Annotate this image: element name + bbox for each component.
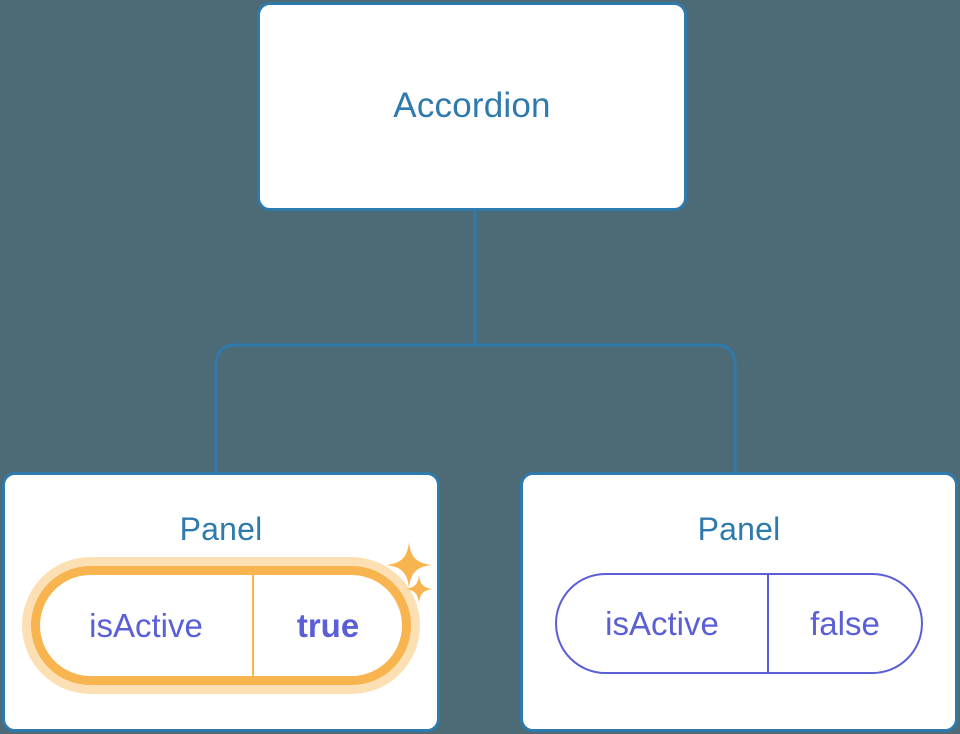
prop-value: true: [296, 606, 360, 644]
prop-value: false: [810, 604, 880, 642]
prop-pill-wrap: isActive true: [31, 566, 411, 685]
node-accordion[interactable]: Accordion: [257, 2, 687, 211]
prop-key: isActive: [557, 575, 769, 672]
node-panel-right[interactable]: Panel isActive false: [520, 472, 958, 732]
node-panel-left[interactable]: Panel isActive true: [2, 472, 440, 732]
node-title: Accordion: [393, 86, 551, 125]
prop-pill-isactive-true[interactable]: isActive true: [31, 566, 411, 685]
node-title: Panel: [179, 511, 263, 547]
node-title: Panel: [697, 511, 781, 547]
edge-to-panel-right: [475, 343, 737, 474]
prop-key: isActive: [40, 575, 254, 676]
edge-to-panel-left: [214, 343, 475, 474]
prop-pill-isactive-false[interactable]: isActive false: [555, 573, 923, 674]
